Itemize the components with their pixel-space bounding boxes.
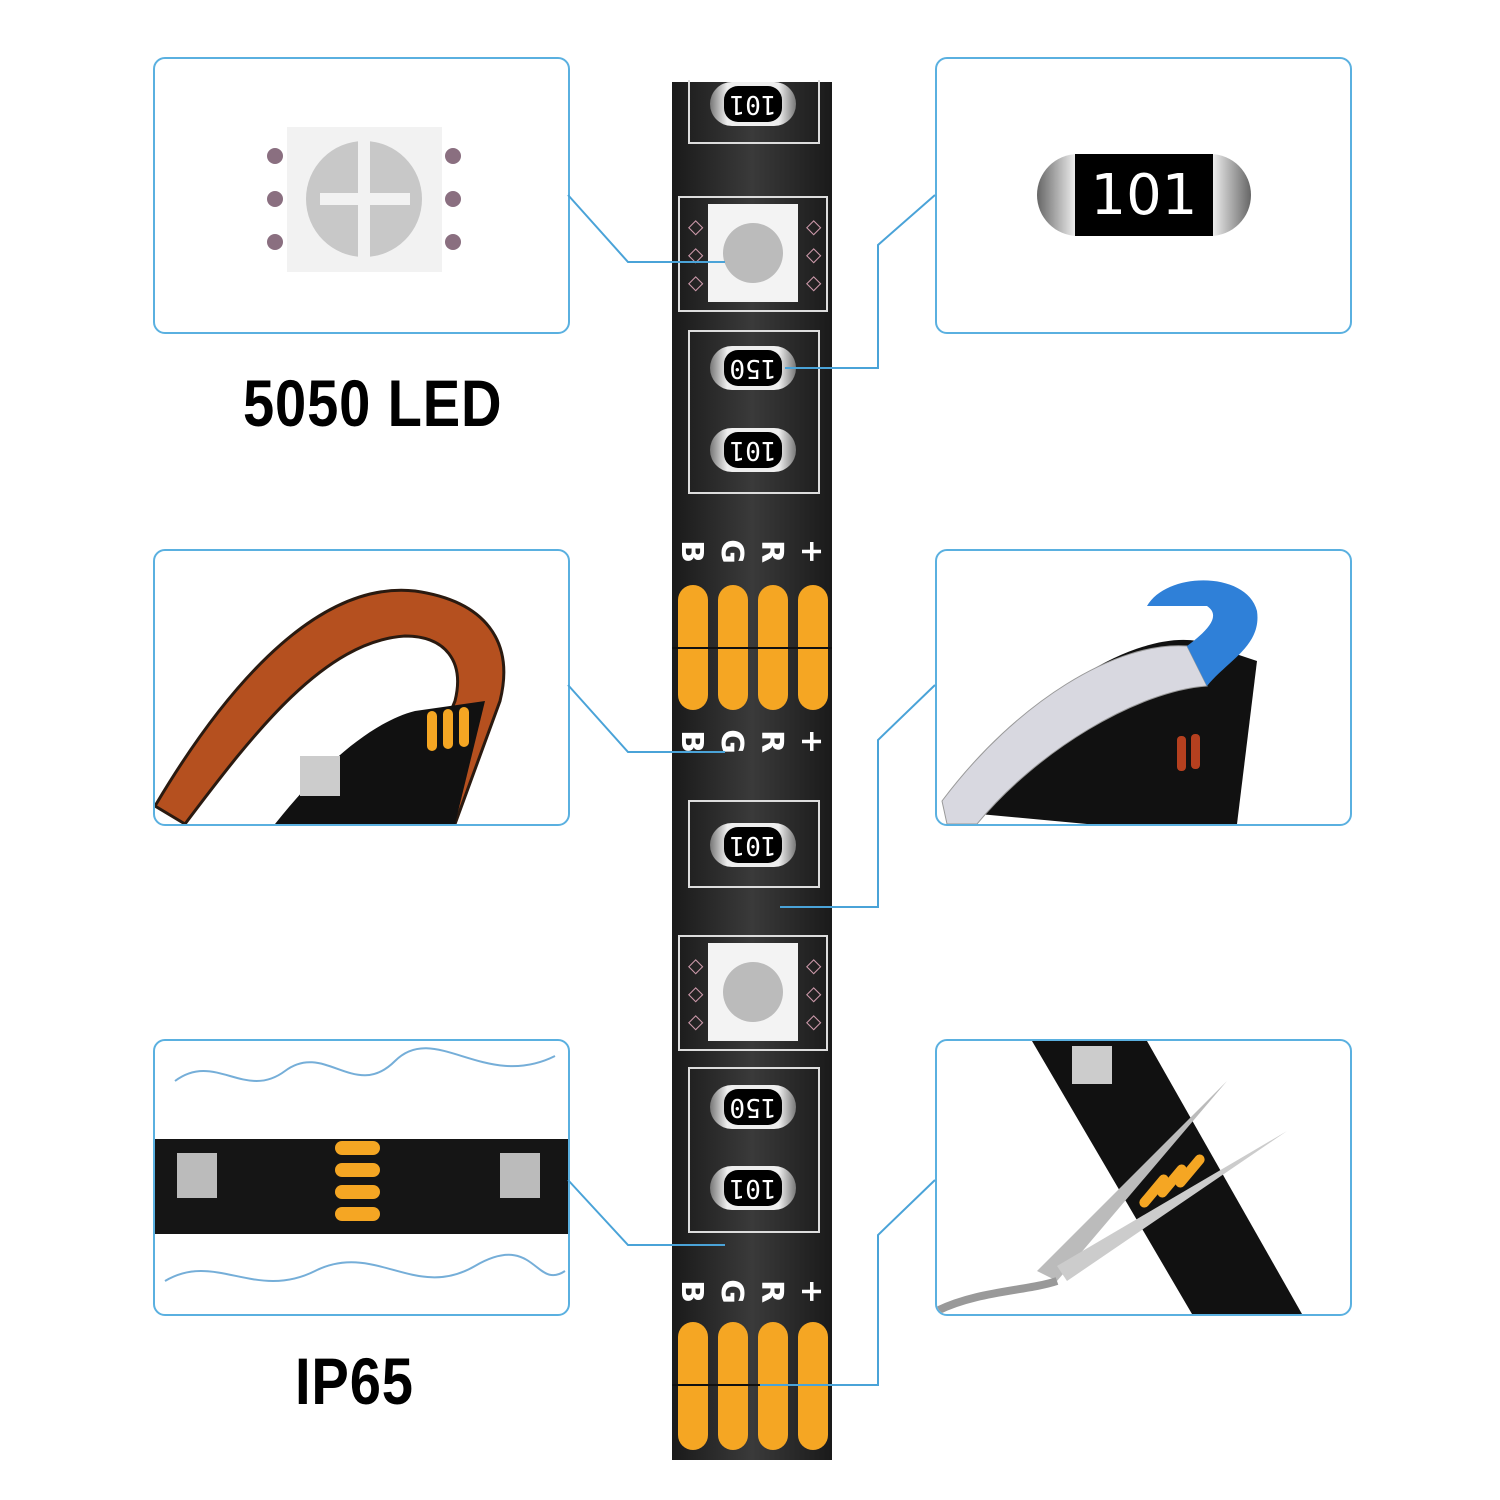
waterproof-strip-illustration bbox=[155, 1047, 568, 1282]
resistor-pad bbox=[688, 330, 820, 494]
resistor-pad bbox=[688, 1067, 820, 1233]
adhesive-tape-illustration bbox=[941, 580, 1258, 824]
resistor-panel: 101 bbox=[935, 57, 1352, 334]
flexible-pcb-illustration bbox=[155, 588, 506, 824]
cut-line bbox=[672, 647, 832, 649]
cut-line bbox=[672, 1384, 832, 1386]
cut-with-scissors-illustration bbox=[937, 1041, 1302, 1314]
resistor-code: 101 bbox=[1075, 154, 1213, 236]
led-chip-panel bbox=[153, 57, 570, 334]
led-type-label: 5050 LED bbox=[243, 366, 503, 440]
led-chip: ◇◇◇◇◇◇ bbox=[678, 935, 828, 1051]
resistor: 101 bbox=[710, 1166, 796, 1210]
led-chip: ◇◇◇◇◇◇ bbox=[678, 196, 828, 312]
waterproof-panel bbox=[153, 1039, 570, 1316]
resistor: 150 bbox=[710, 346, 796, 390]
resistor-illustration: 101 bbox=[1037, 154, 1251, 236]
adhesive-backing-panel bbox=[935, 549, 1352, 826]
waterproof-rating-label: IP65 bbox=[295, 1344, 414, 1418]
resistor-pad bbox=[688, 80, 820, 144]
led-chip-illustration bbox=[267, 127, 461, 272]
resistor: 101 bbox=[710, 82, 796, 126]
resistor: 101 bbox=[710, 823, 796, 867]
cuttable-panel bbox=[935, 1039, 1352, 1316]
resistor: 101 bbox=[710, 428, 796, 472]
resistor: 150 bbox=[710, 1085, 796, 1129]
solder-pads bbox=[678, 1322, 828, 1450]
flexible-pcb-panel bbox=[153, 549, 570, 826]
